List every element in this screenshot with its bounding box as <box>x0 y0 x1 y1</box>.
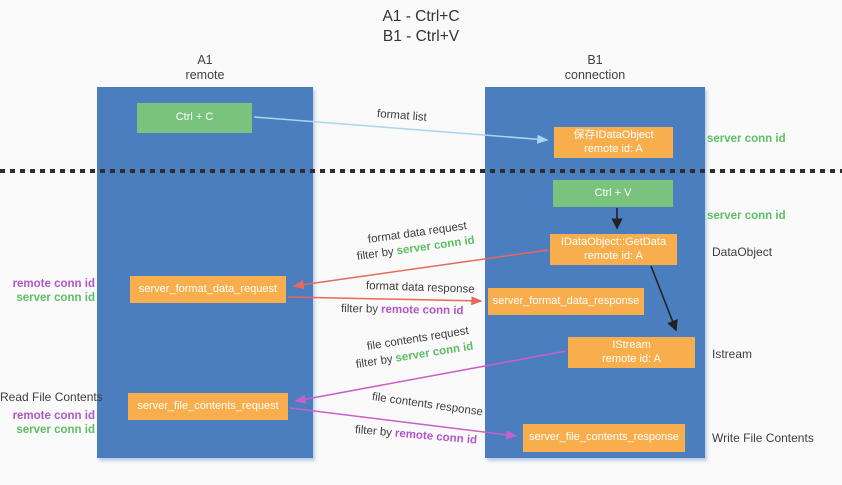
idataobject-getdata-box: IDataObject::GetData remote id: A <box>550 234 677 265</box>
column-a1-subtitle: remote <box>185 68 225 82</box>
arrow-file-contents-response <box>289 407 518 440</box>
column-a1-name: A1 <box>197 53 213 67</box>
diagram-title: A1 - Ctrl+C B1 - Ctrl+V <box>0 7 842 47</box>
arrow-file-contents-request <box>294 350 567 404</box>
dataobject-side-label: DataObject <box>712 245 773 259</box>
server-file-contents-response-box: server_file_contents_response <box>523 424 685 452</box>
column-header-a1: A1 remote <box>97 53 313 83</box>
ctrl-v-box: Ctrl + V <box>553 180 673 207</box>
save-dataobject-line1: 保存IDataObject <box>573 129 654 141</box>
server-conn-id-side-label-top: server conn id <box>707 133 786 145</box>
arrow-format-list <box>253 116 549 144</box>
istream-line2: remote id: A <box>602 352 661 365</box>
remote-conn-id-left-label-2: remote conn id <box>12 410 95 422</box>
remote-conn-id-left-label-1: remote conn id <box>12 278 95 290</box>
read-file-contents-label: Read File Contents <box>0 390 103 404</box>
title-line-1: A1 - Ctrl+C <box>382 8 460 25</box>
save-dataobject-box: 保存IDataObject remote id: A <box>554 127 673 158</box>
remote-conn-id-text: remote conn id <box>380 303 464 318</box>
ctrl-c-label: Ctrl + C <box>175 111 214 124</box>
filter-by-text: filter by <box>340 303 379 316</box>
arrow-format-data-response <box>287 296 483 306</box>
server-conn-id-side-label-mid: server conn id <box>707 210 786 222</box>
server-conn-id-left-label-2: server conn id <box>16 424 95 436</box>
title-line-2: B1 - Ctrl+V <box>382 28 460 45</box>
ctrl-c-box: Ctrl + C <box>137 103 252 133</box>
server-format-data-response-box: server_format_data_response <box>488 288 644 315</box>
column-header-b1: B1 connection <box>485 53 705 83</box>
file-request-label: server_file_contents_request <box>137 399 279 412</box>
server-format-data-request-box: server_format_data_request <box>130 276 286 303</box>
getdata-line1: IDataObject::GetData <box>560 236 667 248</box>
dashed-separator-line <box>0 169 842 173</box>
server-conn-id-left-label-1: server conn id <box>16 292 95 304</box>
column-b1-subtitle: connection <box>564 68 626 82</box>
istream-box: IStream remote id: A <box>568 337 695 368</box>
getdata-line2: remote id: A <box>584 249 643 262</box>
format-response-label: server_format_data_response <box>492 294 640 307</box>
arrow-getdata-to-istream <box>650 265 678 332</box>
file-response-label: server_file_contents_response <box>529 431 679 444</box>
arrow-format-data-request <box>292 249 549 290</box>
format-request-label: server_format_data_request <box>138 282 278 295</box>
ctrl-v-label: Ctrl + V <box>594 186 632 199</box>
server-file-contents-request-box: server_file_contents_request <box>128 393 288 420</box>
save-dataobject-line2: remote id: A <box>584 142 643 155</box>
column-b1-name: B1 <box>587 53 603 67</box>
write-file-contents-label: Write File Contents <box>712 431 814 445</box>
istream-side-label: Istream <box>712 347 753 361</box>
istream-line1: IStream <box>612 339 651 351</box>
